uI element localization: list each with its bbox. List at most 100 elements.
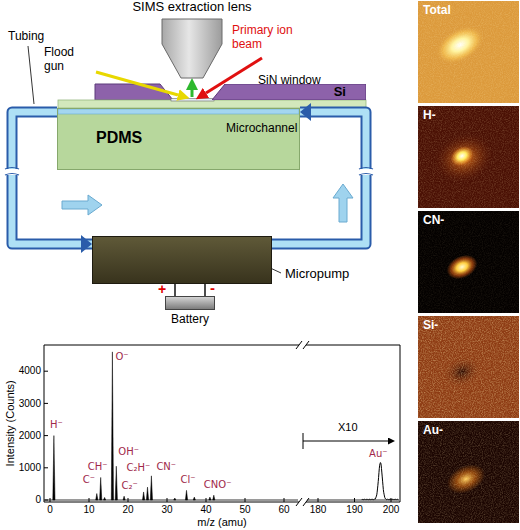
part-label: Micropump: [285, 267, 349, 282]
beam-label: Primary ion beam: [232, 24, 312, 52]
panel-label: Au-: [423, 424, 443, 438]
microchannel: [58, 109, 299, 114]
label-anchor: Intensity (Counts): [4, 380, 17, 466]
label-anchor: Flood gun: [44, 46, 90, 74]
label-anchor: SiN window: [258, 74, 321, 88]
tick-label: 20: [122, 504, 133, 516]
panel-speckle: [418, 316, 519, 418]
terminal-sign: +: [158, 281, 166, 297]
tick-mark: [354, 498, 355, 502]
scale-note: X10: [338, 421, 358, 434]
label-anchor: Tubing: [8, 30, 44, 44]
label-anchor: 180: [310, 504, 327, 516]
label-anchor: Primary ion beam: [232, 24, 312, 52]
silicon-block: [95, 84, 173, 100]
wire-connector: [175, 284, 176, 296]
tick-mark: [50, 498, 51, 502]
tick-mark: [391, 498, 392, 502]
panel-speckle: [418, 1, 519, 103]
battery-wire: [204, 284, 206, 296]
sims-image-panel: Total: [418, 1, 519, 103]
panel-ground: [418, 211, 519, 313]
sims-image-panel: Au-: [418, 421, 519, 523]
arrowhead: [300, 103, 311, 121]
label-anchor: Microchannel: [226, 122, 297, 136]
part-label: Tubing: [8, 30, 44, 44]
panel-speckle: [418, 106, 519, 208]
tick-label: 4000: [19, 365, 41, 377]
label-anchor: 50: [239, 504, 250, 516]
label-anchor: -: [210, 279, 215, 296]
label-anchor: H⁻: [50, 419, 63, 431]
label-anchor: X10: [338, 421, 358, 434]
tick-label: 0: [35, 494, 41, 506]
axis-title: Intensity (Counts): [4, 380, 17, 466]
label-anchor: C₂H⁻: [127, 462, 151, 474]
axis-break: [296, 498, 302, 506]
axis-line: [44, 345, 299, 346]
label-anchor: C⁻: [83, 474, 95, 486]
tick-mark: [44, 435, 48, 436]
label-anchor: OH⁻: [118, 446, 139, 458]
spectrum-peak: [143, 492, 145, 500]
part-label: Microchannel: [226, 122, 297, 136]
label-anchor: CH⁻: [88, 461, 108, 473]
spectrum-peak: [174, 498, 176, 500]
label-anchor: 4000: [19, 365, 41, 377]
wire-line: [174, 284, 176, 296]
spectrum-peak: [53, 436, 55, 500]
axis-line: [306, 345, 400, 346]
spectrum-peak: [111, 352, 113, 500]
part-label: Battery: [171, 313, 209, 327]
spectrum-peak: [193, 497, 195, 500]
axis-break: [303, 341, 309, 349]
tube-break-edge: [359, 168, 373, 176]
axis-break: [303, 498, 309, 506]
tick-mark: [44, 371, 48, 372]
panel-ground: [418, 106, 519, 208]
panel-ground: [418, 421, 519, 523]
leader-line: [28, 46, 34, 104]
gold-peak: [362, 463, 399, 500]
label-anchor: O⁻: [115, 351, 128, 363]
tube-break: [4, 168, 20, 176]
chart-frame: [44, 341, 400, 506]
tick-label: 190: [346, 504, 363, 516]
peak-label: C₂⁻: [122, 480, 138, 492]
peak-label: O⁻: [115, 351, 128, 363]
sin-window: [171, 99, 214, 102]
peak-label: CNO⁻: [204, 479, 232, 491]
axis-break: [296, 341, 302, 349]
label-anchor: 0: [35, 494, 41, 506]
peak-label: Au⁻: [369, 448, 387, 460]
panel-speckle: [418, 421, 519, 523]
label-anchor: 60: [278, 504, 289, 516]
label-anchor: 30: [161, 504, 172, 516]
part-label: Flood gun: [44, 46, 90, 74]
lens-label: SIMS extraction lens: [132, 0, 251, 15]
label-anchor: 40: [200, 504, 211, 516]
sims-image-panel: CN-: [418, 211, 519, 313]
peak-label: CH⁻: [88, 461, 108, 473]
label-anchor: 0: [47, 504, 53, 516]
lens-body: [162, 19, 222, 78]
tick-mark: [44, 403, 48, 404]
tick-label: 60: [278, 504, 289, 516]
panel-label: Si-: [423, 319, 438, 333]
tube-break: [358, 168, 374, 176]
tick-mark: [167, 498, 168, 502]
flood-gun-beam: [96, 72, 178, 95]
label-anchor: 2000: [19, 430, 41, 442]
panel-label: CN-: [423, 214, 444, 228]
tick-mark: [44, 500, 48, 501]
spectrum-peak: [115, 466, 117, 500]
flow-arrow: [333, 184, 353, 222]
material-label: PDMS: [96, 129, 142, 147]
tick-label: 30: [161, 504, 172, 516]
axis-line: [44, 345, 45, 502]
label-anchor: 10: [83, 504, 94, 516]
spectrum-peak: [123, 496, 125, 500]
peak-label: OH⁻: [118, 446, 139, 458]
